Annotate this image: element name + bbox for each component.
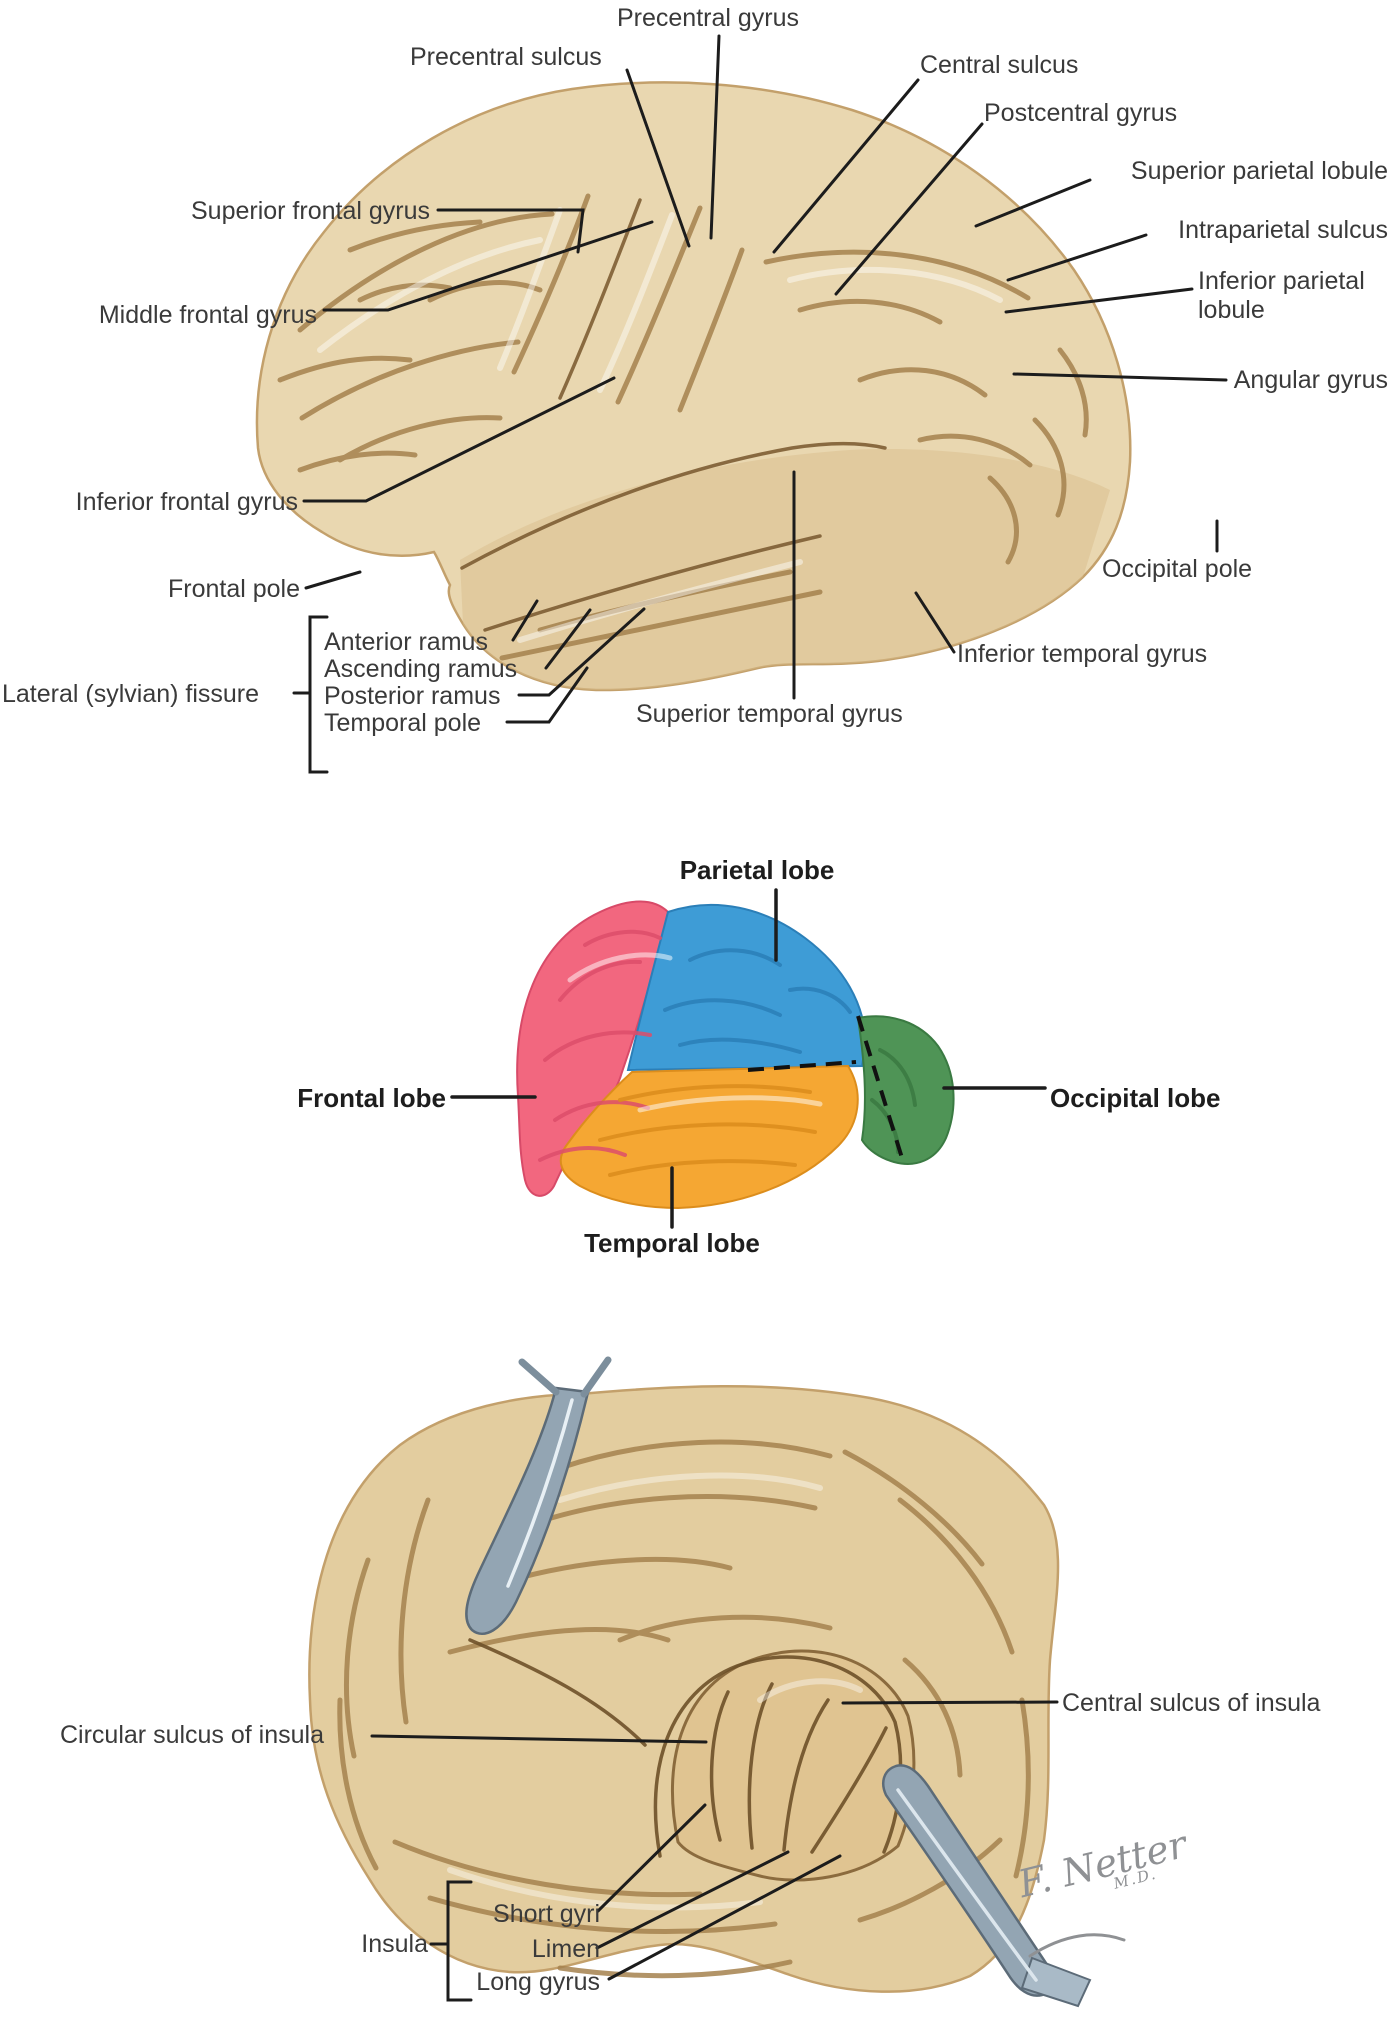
central-sulcus-of-insula-groove	[782, 1698, 830, 1852]
leader-posterior-ramus	[517, 607, 646, 697]
leader-inferior-temporal-gyrus	[914, 591, 956, 654]
central-sulcus-line	[558, 198, 642, 400]
figure-lobes-brain	[450, 888, 1047, 1229]
signature-flourish	[1028, 1933, 1126, 1958]
leader-angular-gyrus	[1012, 372, 1228, 382]
retractor-top	[465, 1356, 612, 1635]
label-lateral-sylvian-fissure: Lateral (sylvian) fissure	[2, 680, 260, 708]
label-posterior-ramus: Posterior ramus	[324, 682, 501, 710]
figure3-leader-lines	[370, 1700, 1059, 2002]
leader-precentral-sulcus	[625, 68, 691, 248]
figure1-leader-lines	[292, 34, 1228, 774]
label-precentral-sulcus: Precentral sulcus	[410, 43, 602, 71]
leader-temporal-pole	[505, 666, 589, 724]
parietal-lobe-gyri	[663, 948, 852, 1054]
short-gyrus-groove-1	[709, 1690, 730, 1842]
figure-insula-brain	[308, 1356, 1126, 2008]
label-superior-temporal-gyrus: Superior temporal gyrus	[636, 700, 903, 728]
label-long-gyrus: Long gyrus	[476, 1968, 600, 1996]
label-frontal-lobe: Frontal lobe	[297, 1083, 446, 1113]
label-superior-parietal-lobule: Superior parietal lobule	[1130, 157, 1388, 185]
frontal-lobe-shape	[516, 900, 670, 1197]
insula-region	[670, 1649, 916, 1882]
highlight-strokes	[317, 207, 1003, 643]
label-intraparietal-sulcus: Intraparietal sulcus	[1178, 216, 1388, 244]
occipital-lobe-shape	[856, 1015, 955, 1165]
retractor-bottom	[882, 1764, 1092, 2008]
label-postcentral-gyrus: Postcentral gyrus	[984, 99, 1178, 127]
lateral-fissure-line	[460, 441, 887, 570]
label-anterior-ramus: Anterior ramus	[324, 628, 488, 656]
label-central-sulcus-of-insula: Central sulcus of insula	[1062, 1689, 1321, 1717]
label-ascending-ramus: Ascending ramus	[324, 655, 518, 683]
label-central-sulcus: Central sulcus	[920, 51, 1079, 79]
leader-circular-sulcus	[370, 1734, 708, 1744]
leader-central-sulcus	[772, 78, 920, 254]
leader-inferior-frontal-gyrus	[302, 376, 616, 503]
leader-anterior-ramus	[511, 599, 539, 642]
gyri-strokes	[277, 193, 1089, 661]
figure-lateral-brain	[255, 34, 1228, 774]
label-occipital-pole: Occipital pole	[1102, 555, 1253, 583]
leader-superior-parietal-lobule	[974, 178, 1092, 228]
leader-frontal-pole	[304, 570, 362, 590]
short-gyrus-groove-2	[747, 1682, 774, 1850]
label-inferior-temporal-gyrus: Inferior temporal gyrus	[957, 640, 1208, 668]
label-middle-frontal-gyrus: Middle frontal gyrus	[98, 301, 317, 329]
frontal-lobe-gyri	[538, 929, 662, 1162]
label-inferior-frontal-gyrus: Inferior frontal gyrus	[75, 488, 298, 516]
leader-inferior-parietal-lobule	[1004, 287, 1194, 314]
label-circular-sulcus-of-insula: Circular sulcus of insula	[60, 1721, 324, 1749]
lobe-boundary-dashed-lines	[747, 1015, 904, 1159]
temporal-lobe-gyri	[598, 1084, 817, 1177]
leader-central-sulcus-insula	[841, 1700, 1059, 1705]
bracket-insula	[446, 1880, 473, 2002]
label-insula: Insula	[361, 1930, 428, 1958]
leader-short-gyri	[596, 1803, 707, 1913]
label-precentral-gyrus: Precentral gyrus	[617, 4, 800, 32]
label-frontal-pole: Frontal pole	[167, 575, 300, 603]
label-occipital-lobe: Occipital lobe	[1050, 1083, 1221, 1113]
figure2-leader-lines	[450, 888, 1047, 1229]
leader-precentral-gyrus	[709, 34, 721, 240]
leader-postcentral-gyrus	[834, 122, 984, 296]
leader-ascending-ramus	[544, 608, 592, 670]
label-short-gyri: Short gyri	[493, 1900, 600, 1928]
label-temporal-pole: Temporal pole	[324, 709, 482, 737]
label-parietal-lobe: Parietal lobe	[679, 855, 835, 885]
label-inferior-parietal-lobule: Inferior parietal lobule	[1198, 267, 1365, 324]
sylvian-groove	[468, 1638, 647, 1747]
leader-superior-frontal-gyrus	[436, 208, 585, 254]
leader-long-gyrus	[607, 1854, 842, 1981]
bracket-lateral-fissure	[308, 615, 329, 774]
label-angular-gyrus: Angular gyrus	[1233, 366, 1388, 394]
long-gyrus-groove	[810, 1726, 888, 1854]
lobes-highlights	[567, 952, 823, 1113]
leader-middle-frontal-gyrus	[322, 220, 654, 312]
label-temporal-lobe: Temporal lobe	[584, 1228, 760, 1258]
parietal-lobe-shape	[626, 903, 868, 1072]
leader-intraparietal-sulcus	[1006, 233, 1148, 282]
leader-limen	[595, 1850, 790, 1950]
label-limen: Limen	[531, 1935, 600, 1963]
label-superior-frontal-gyrus: Superior frontal gyrus	[190, 197, 430, 225]
